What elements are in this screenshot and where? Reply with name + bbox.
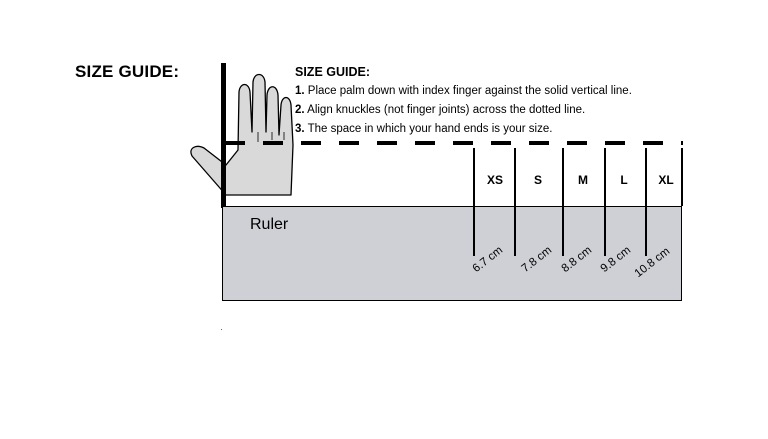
ruler-label: Ruler <box>250 216 289 233</box>
size-tick <box>514 148 516 256</box>
page-title: SIZE GUIDE: <box>75 62 180 81</box>
size-label-xl: XL <box>658 173 674 187</box>
instruction-step: 3. The space in which your hand ends is … <box>295 120 632 139</box>
size-tick <box>473 148 475 256</box>
step-number: 3. <box>295 123 305 135</box>
instructions-block: SIZE GUIDE: 1. Place palm down with inde… <box>295 63 632 139</box>
instruction-step: 2. Align knuckles (not finger joints) ac… <box>295 101 632 120</box>
size-label-s: S <box>533 173 542 187</box>
size-tick <box>604 148 606 256</box>
size-tick <box>681 148 683 206</box>
instructions-heading: SIZE GUIDE: <box>295 65 371 79</box>
hand-icon <box>190 73 294 196</box>
instruction-step: 1. Place palm down with index finger aga… <box>295 82 632 101</box>
step-text: The space in which your hand ends is you… <box>307 123 553 135</box>
dotted-knuckle-line <box>225 141 683 145</box>
step-number: 2. <box>295 104 305 116</box>
size-tick <box>562 148 564 256</box>
size-tick <box>645 148 647 256</box>
step-number: 1. <box>295 85 305 97</box>
solid-vertical-line <box>221 63 226 208</box>
stray-dot <box>221 329 222 330</box>
step-text: Place palm down with index finger agains… <box>307 85 632 97</box>
step-text: Align knuckles (not finger joints) acros… <box>307 104 586 116</box>
size-label-l: L <box>620 173 628 187</box>
size-label-m: M <box>578 173 588 187</box>
size-label-xs: XS <box>486 173 503 187</box>
